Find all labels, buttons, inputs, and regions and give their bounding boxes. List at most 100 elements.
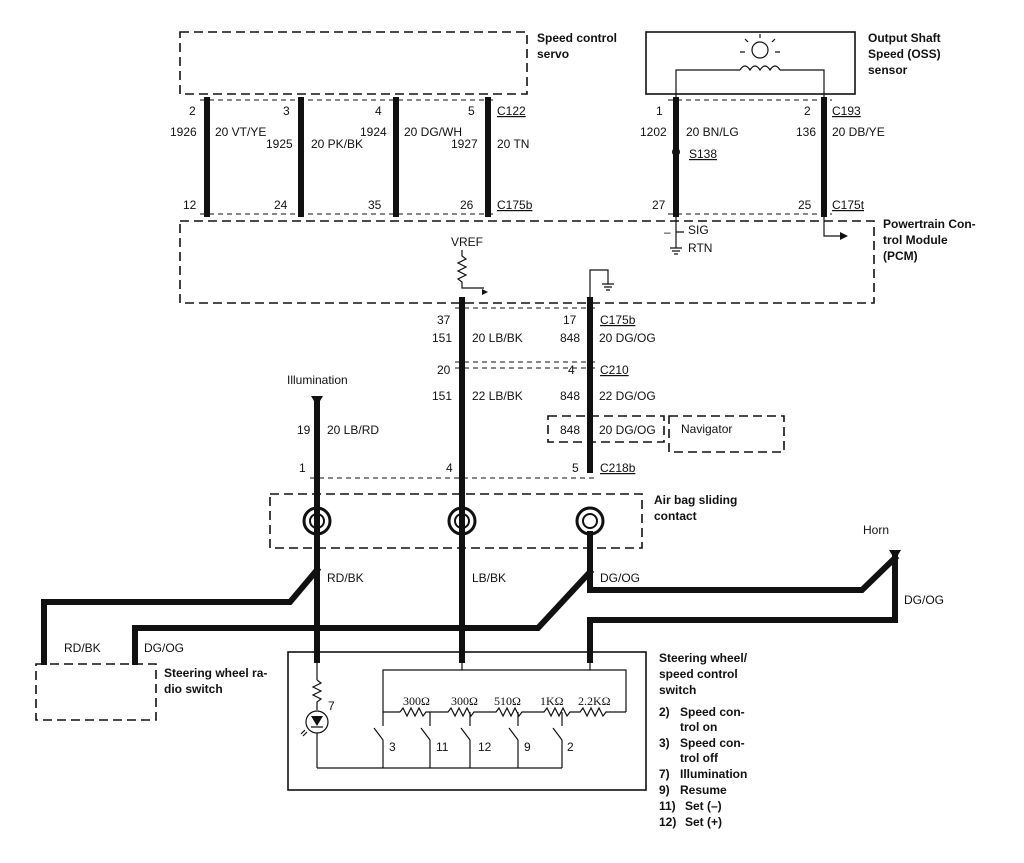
legend-12-text: Set (+): [685, 815, 722, 829]
pin-servo-12: 12: [183, 198, 197, 212]
legend-9-num: 9): [659, 783, 670, 797]
wire-label-848-nav: 20 DG/OG: [599, 423, 656, 437]
circuit-848-nav: 848: [560, 423, 580, 437]
wire-label-1927: 20 TN: [497, 137, 529, 151]
connector-c175b-top: C175b: [497, 198, 533, 212]
vref-arrow-icon: [482, 289, 488, 295]
resistor-1: 300Ω: [403, 694, 430, 708]
radio-switch-label-2: dio switch: [164, 682, 223, 696]
oss-sensor-box: [645, 31, 856, 95]
pin-oss-1: 1: [656, 104, 663, 118]
oss-label-1: Output Shaft: [868, 31, 941, 45]
connector-c122: C122: [497, 104, 526, 118]
speed-control-switch-box: [287, 651, 647, 791]
resistor-2: 300Ω: [451, 694, 478, 708]
circuit-848-a: 848: [560, 331, 580, 345]
splice-s138: S138: [689, 147, 717, 161]
pin-oss-25: 25: [798, 198, 812, 212]
sig-rtn-lines: [675, 214, 684, 248]
pin-servo-35: 35: [368, 198, 382, 212]
wire-label-dgog-horn: DG/OG: [904, 593, 944, 607]
circuit-848-b: 848: [560, 389, 580, 403]
connector-c193: C193: [832, 104, 861, 118]
pin-c218b-4: 4: [446, 461, 453, 475]
splice-s138-icon: [672, 148, 680, 156]
legend-7-num: 7): [659, 767, 670, 781]
connector-c175t: C175t: [832, 198, 865, 212]
circuit-1927: 1927: [451, 137, 478, 151]
wire-label-1924: 20 DG/WH: [404, 125, 462, 139]
connector-c175b-mid: C175b: [600, 313, 636, 327]
circuit-136: 136: [796, 125, 816, 139]
pcm-label-1: Powertrain Con-: [883, 217, 976, 231]
pcm-box: [179, 220, 875, 304]
wire-rdbk-radio: [41, 565, 322, 665]
wire-label-1926: 20 VT/YE: [215, 125, 266, 139]
wire-label-136: 20 DB/YE: [832, 125, 885, 139]
servo-label-1: Speed control: [537, 31, 617, 45]
sw-internal-bus: [316, 660, 591, 712]
oss-coil-icon: [675, 34, 825, 100]
pin-oss-2: 2: [804, 104, 811, 118]
wire-label-1202: 20 BN/LG: [686, 125, 739, 139]
airbag-contact-box: [269, 493, 643, 549]
resistor-3: 510Ω: [494, 694, 521, 708]
pin-c210-20: 20: [437, 363, 451, 377]
vref-label: VREF: [451, 235, 483, 249]
pin-c218b-5: 5: [572, 461, 579, 475]
pin-servo-4: 4: [375, 104, 382, 118]
wire-label-lbbk: LB/BK: [472, 571, 506, 585]
ground-17-line: [589, 269, 609, 300]
pin-servo-24: 24: [274, 198, 288, 212]
clockspring-icon-3: [575, 506, 605, 536]
legend-9-text: Resume: [680, 783, 727, 797]
navigator-box: [668, 415, 785, 453]
connector-c218b: C218b: [600, 461, 636, 475]
lamp-7: 7: [328, 699, 335, 713]
pcm-label-2: trol Module: [883, 233, 948, 247]
navigator-label: Navigator: [681, 422, 732, 436]
legend-2-text-2: trol on: [680, 720, 717, 734]
horn-label: Horn: [863, 523, 889, 537]
pin-servo-5: 5: [468, 104, 475, 118]
radio-switch-box: [35, 663, 157, 721]
vref-resistor-icon: [456, 250, 484, 289]
wire-label-dgog: DG/OG: [600, 571, 640, 585]
wire-label-848-a: 20 DG/OG: [599, 331, 656, 345]
resistor-ladder-icon: [399, 706, 626, 718]
pin-oss-27: 27: [652, 198, 666, 212]
pcm-label-3: (PCM): [883, 249, 918, 263]
speed-control-servo-box: [179, 31, 528, 95]
sw-switch-label-2: speed control: [659, 667, 738, 681]
clockspring-icon-1: [302, 506, 332, 536]
pin-servo-3: 3: [283, 104, 290, 118]
circuit-151-b: 151: [432, 389, 452, 403]
wire-dgog-horn: [587, 553, 900, 593]
circuit-151-a: 151: [432, 331, 452, 345]
resistor-4: 1KΩ: [540, 694, 564, 708]
wire-label-rdbk: RD/BK: [327, 571, 364, 585]
contact-11: 11: [436, 740, 449, 754]
wire-label-151-a: 20 LB/BK: [472, 331, 523, 345]
legend-3-text-1: Speed con-: [680, 736, 745, 750]
legend-12-num: 12): [659, 815, 676, 829]
pin-servo-2: 2: [189, 104, 196, 118]
illumination-label: Illumination: [287, 373, 348, 387]
contact-12: 12: [478, 740, 492, 754]
legend-3-text-2: trol off: [680, 751, 719, 765]
sw-resistor-ladder: [383, 669, 627, 713]
legend-11-text: Set (–): [685, 799, 722, 813]
navigator-splice-box: [547, 415, 665, 443]
circuit-1202: 1202: [640, 125, 667, 139]
sw-switch-label-3: switch: [659, 683, 696, 697]
pcm-25-internal: [823, 214, 840, 237]
servo-label-2: servo: [537, 47, 569, 61]
pin-servo-26: 26: [460, 198, 474, 212]
oss-label-3: sensor: [868, 63, 908, 77]
clockspring-icon-2: [447, 506, 477, 536]
pin-pcm-17: 17: [563, 313, 577, 327]
rtn-label: RTN: [688, 241, 712, 255]
circuit-1926: 1926: [170, 125, 197, 139]
pin-c218b-1: 1: [299, 461, 306, 475]
